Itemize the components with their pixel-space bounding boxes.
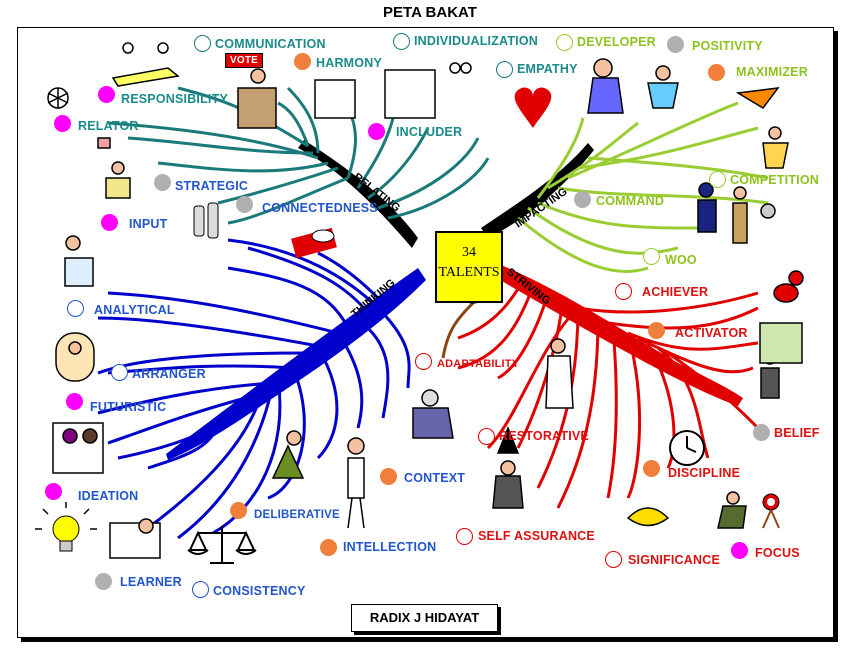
people-illustrations <box>47 42 804 559</box>
talent-harmony: HARMONY <box>316 56 382 70</box>
activator-marker-icon <box>648 322 665 339</box>
talent-strategic: STRATEGIC <box>175 179 249 193</box>
talent-arranger: ARRANGER <box>132 367 206 381</box>
input-marker-icon <box>101 214 118 231</box>
target-icon <box>762 493 780 529</box>
talent-learner: LEARNER <box>120 575 182 589</box>
author-box: RADIX J HIDAYAT <box>351 604 498 632</box>
talent-individualization: INDIVIDUALIZATION <box>414 34 538 48</box>
woo-marker-icon <box>643 248 660 265</box>
talent-achiever: ACHIEVER <box>642 285 709 299</box>
talent-relator: RELATOR <box>78 119 139 133</box>
command-marker-icon <box>574 191 591 208</box>
positivity-marker-icon <box>667 36 684 53</box>
light-bulb-icon <box>35 502 97 552</box>
maximizer-marker-icon <box>708 64 725 81</box>
center-label: TALENTS <box>438 265 500 280</box>
talent-futuristic: FUTURISTIC <box>90 400 167 414</box>
talent-empathy: EMPATHY <box>517 62 578 76</box>
talent-ideation: IDEATION <box>78 489 139 503</box>
empathy-marker-icon <box>496 61 513 78</box>
talent-includer: INCLUDER <box>396 125 463 139</box>
strategic-marker-icon <box>154 174 171 191</box>
responsibility-marker-icon <box>98 86 115 103</box>
vote-sign: VOTE <box>225 53 264 68</box>
talent-context: CONTEXT <box>404 471 466 485</box>
talent-self-assurance: SELF ASSURANCE <box>478 529 595 543</box>
center-count: 34 <box>462 245 476 260</box>
individualization-marker-icon <box>393 33 410 50</box>
talent-woo: WOO <box>665 253 697 267</box>
balance-scale-icon <box>187 526 257 564</box>
focus-marker-icon <box>731 542 748 559</box>
talent-significance: SIGNIFICANCE <box>628 553 720 567</box>
center-node: 34 TALENTS <box>435 231 503 303</box>
chess-pieces-icon <box>193 202 219 239</box>
talent-intellection: INTELLECTION <box>343 540 437 554</box>
talent-connectedness: CONNECTEDNESS <box>262 201 378 215</box>
ideation-marker-icon <box>45 483 62 500</box>
analytical-marker-icon <box>67 300 84 317</box>
talent-discipline: DISCIPLINE <box>668 466 741 480</box>
talent-restorative: RESTORATIVE <box>499 429 589 443</box>
includer-marker-icon <box>368 123 385 140</box>
page-title: PETA BAKAT <box>383 4 477 21</box>
mind-map-branches: RELATING IMPACTING THINKING STRIVING <box>35 42 804 564</box>
talent-input: INPUT <box>129 217 168 231</box>
dog-on-pillow-icon <box>291 227 337 259</box>
restorative-marker-icon <box>478 428 495 445</box>
intellection-marker-icon <box>320 539 337 556</box>
relator-marker-icon <box>54 115 71 132</box>
adaptability-marker-icon <box>415 353 432 370</box>
consistency-marker-icon <box>192 581 209 598</box>
belief-marker-icon <box>753 424 770 441</box>
heart-icon <box>514 87 552 128</box>
relating-trunk <box>298 140 418 248</box>
context-marker-icon <box>380 468 397 485</box>
mind-map-frame: RELATING IMPACTING THINKING STRIVING <box>17 27 834 638</box>
significance-marker-icon <box>605 551 622 568</box>
clock-icon <box>669 430 705 466</box>
arranger-marker-icon <box>111 364 128 381</box>
talent-activator: ACTIVATOR <box>675 326 748 340</box>
discipline-marker-icon <box>643 460 660 477</box>
talent-developer: DEVELOPER <box>577 35 656 49</box>
talent-positivity: POSITIVITY <box>692 39 763 53</box>
talent-command: COMMAND <box>596 194 665 208</box>
developer-marker-icon <box>556 34 573 51</box>
talent-maximizer: MAXIMIZER <box>736 65 808 79</box>
talent-adaptability: ADAPTABILITY <box>437 358 520 370</box>
competition-marker-icon <box>709 171 726 188</box>
talent-competition: COMPETITION <box>730 173 820 187</box>
talent-deliberative: DELIBERATIVE <box>254 509 340 521</box>
talent-consistency: CONSISTENCY <box>213 584 306 598</box>
impacting-trunk <box>481 143 594 238</box>
talent-analytical: ANALYTICAL <box>94 303 175 317</box>
self-assurance-marker-icon <box>456 528 473 545</box>
talent-belief: BELIEF <box>774 426 820 440</box>
talent-focus: FOCUS <box>755 546 800 560</box>
deliberative-marker-icon <box>230 502 247 519</box>
talent-communication: COMMUNICATION <box>215 37 326 51</box>
communication-marker-icon <box>194 35 211 52</box>
futuristic-marker-icon <box>66 393 83 410</box>
talent-responsibility: RESPONSIBILITY <box>121 92 228 106</box>
learner-marker-icon <box>95 573 112 590</box>
achiever-marker-icon <box>615 283 632 300</box>
connectedness-marker-icon <box>236 196 253 213</box>
harmony-marker-icon <box>294 53 311 70</box>
